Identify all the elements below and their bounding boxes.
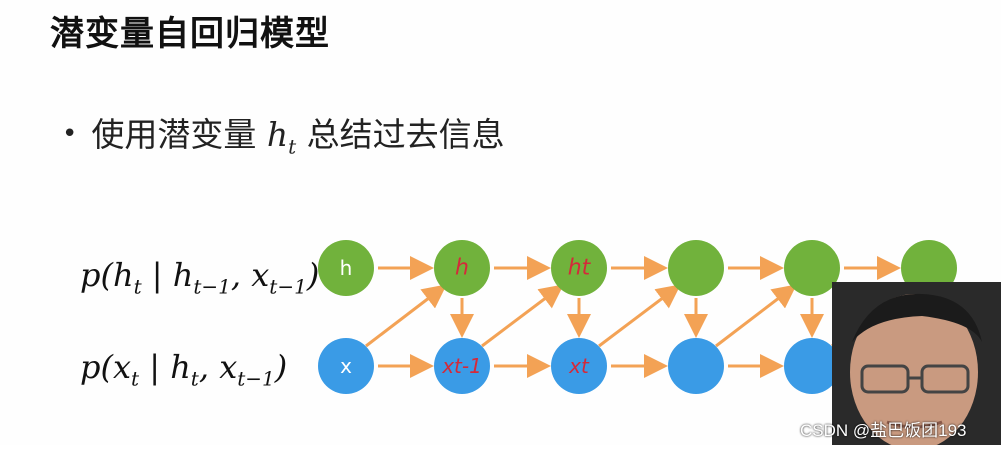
input-node-4 [784, 338, 840, 394]
hidden-state-node-2 [551, 240, 607, 296]
hidden-state-label-0: h [340, 256, 353, 280]
bullet-math-symbol: ht [266, 115, 297, 159]
hidden-state-node-3 [668, 240, 724, 296]
hidden-state-node-1 [434, 240, 490, 296]
input-label-1: xt-1 [441, 354, 482, 378]
arrow-diagonal-2 [598, 284, 681, 348]
input-label-2: xt [568, 354, 590, 378]
arrow-diagonal-1 [481, 284, 564, 348]
hidden-state-node-4 [784, 240, 840, 296]
input-node-3 [668, 338, 724, 394]
watermark: CSDN @盐巴饭团193 [800, 421, 967, 440]
formula-hidden-state: p(ht | ht−1, xt−1) [80, 256, 320, 299]
presenter-webcam [832, 282, 1001, 449]
hidden-state-label-2: ht [568, 256, 592, 281]
input-node-2 [551, 338, 607, 394]
presenter-image [832, 282, 1001, 449]
input-node-1 [434, 338, 490, 394]
hidden-state-label-1: h [455, 256, 469, 281]
bullet-dot: • [62, 119, 78, 149]
bullet-item: • 使用潜变量 ht 总结过去信息 [62, 108, 505, 159]
bullet-text-after: 总结过去信息 [306, 115, 505, 154]
slide-title: 潜变量自回归模型 [50, 14, 330, 54]
arrow-diagonal-0 [365, 284, 447, 348]
input-label-0: x [340, 354, 352, 378]
formula-output: p(xt | ht, xt−1) [80, 348, 288, 391]
input-node-0 [318, 338, 374, 394]
arrow-diagonal-3 [715, 284, 797, 348]
hidden-state-node-0 [318, 240, 374, 296]
bullet-text-before: 使用潜变量 [91, 115, 257, 154]
